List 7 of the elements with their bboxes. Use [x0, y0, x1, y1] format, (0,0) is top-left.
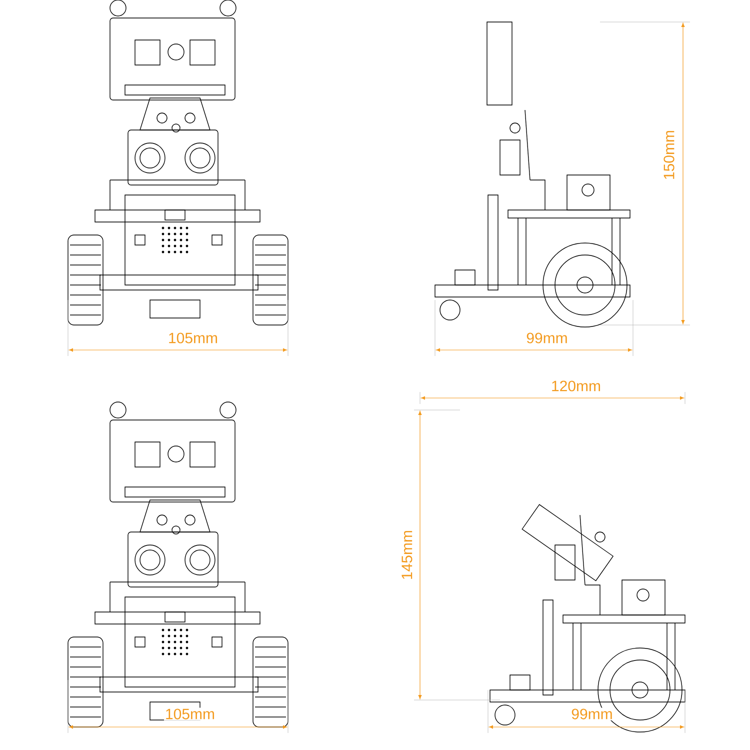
dimension-label: 150mm — [662, 129, 676, 181]
dimension-label: 99mm — [525, 332, 569, 344]
dimension-label: 105mm — [164, 708, 216, 720]
dimension-label: 120mm — [550, 380, 602, 392]
dimension-label: 105mm — [167, 332, 219, 344]
dimension-label: 145mm — [400, 529, 414, 582]
dimension-label: 99mm — [570, 708, 614, 720]
